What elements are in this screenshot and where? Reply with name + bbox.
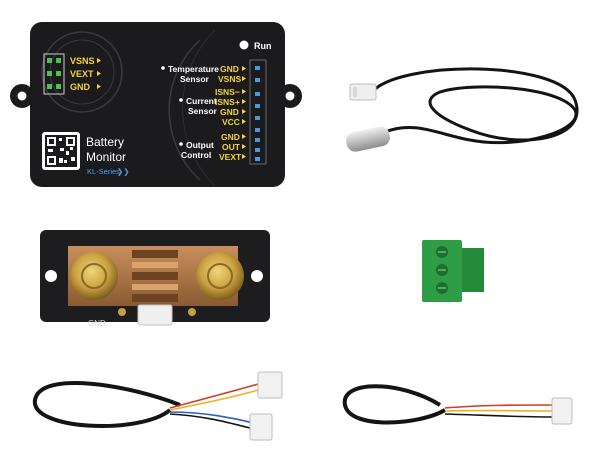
output-title-1: Output	[186, 140, 214, 150]
terminal-block	[422, 240, 484, 302]
current-title-1: Current	[186, 96, 217, 106]
current-pin-2: ISNS+	[215, 97, 240, 107]
current-pin-4: VCC	[222, 117, 240, 127]
left-pin-2: VEXT	[70, 69, 94, 79]
pin-arrow-icons	[97, 58, 246, 159]
left-connector: VSNS VEXT GND	[43, 53, 95, 95]
series-label: KL-Series	[87, 167, 120, 176]
qr-code-icon	[42, 132, 80, 170]
run-label: Run	[254, 41, 272, 51]
output-pin-3: VEXT	[219, 152, 242, 162]
left-pin-1: VSNS	[70, 56, 95, 66]
temp-title-2: Sensor	[180, 74, 210, 84]
run-led-icon	[239, 40, 249, 50]
right-connector	[249, 59, 267, 165]
series-chevron-icon: ❯❯	[117, 167, 130, 176]
brand-line-2: Monitor	[86, 150, 126, 164]
signal-cable-long	[32, 371, 283, 441]
temperature-probe	[346, 67, 579, 152]
brand-line-1: Battery	[86, 135, 124, 149]
temp-pin-2: VSNS	[218, 74, 241, 84]
temp-pin-1: GND	[220, 64, 239, 74]
output-pin-2: OUT	[222, 142, 241, 152]
output-pin-1: GND	[221, 132, 240, 142]
left-pin-3: GND	[70, 82, 91, 92]
current-title-2: Sensor	[188, 106, 218, 116]
battery-monitor-module: Run VSNS VEXT GND Battery	[10, 22, 302, 187]
current-pin-3: GND	[220, 107, 239, 117]
output-title-2: Control	[181, 150, 211, 160]
temp-title-1: Temperature	[168, 64, 219, 74]
current-shunt: GND	[40, 230, 270, 328]
current-pin-1: ISNS−	[215, 87, 240, 97]
signal-cable-short	[342, 384, 573, 425]
shunt-gnd-label: GND	[88, 319, 106, 328]
